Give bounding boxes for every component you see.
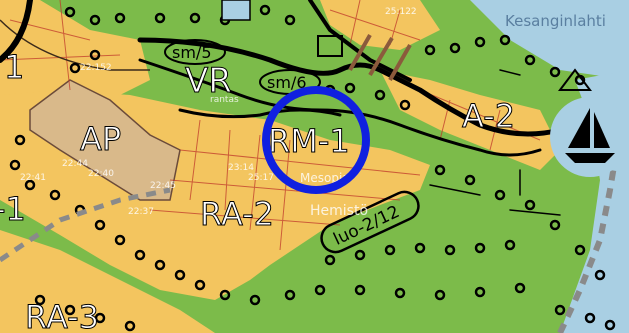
residential-area-bottom-left	[0, 230, 215, 333]
track-hatching	[348, 34, 412, 81]
parcel-number: 22:45	[150, 181, 176, 191]
oval-label-sm6: sm/6	[267, 73, 307, 92]
parcel-number: 22:44	[62, 159, 88, 169]
parcel-number: 25:17	[248, 173, 274, 183]
boundary-lines	[0, 0, 563, 216]
ap-area	[29, 79, 181, 201]
zone-label-rm1: RM-1	[268, 122, 350, 160]
zone-label-ra2-east: A-2	[462, 97, 515, 135]
parcel-number: 23:14	[228, 163, 254, 173]
parcel-number: 22:40	[88, 169, 114, 179]
zone-label-edge-top: 1	[4, 48, 24, 86]
dashed-route	[557, 159, 618, 333]
parcel-number: 22:41	[20, 173, 46, 183]
parcel-number: 22:152	[80, 63, 112, 73]
oval-sm5	[164, 39, 226, 65]
water-area-top-right	[470, 0, 629, 80]
road-boundary	[0, 19, 150, 71]
zone-label-edge-mid: -1	[0, 190, 26, 228]
parcel-number: 22:37	[128, 207, 154, 217]
parcel-number: 25:122	[385, 7, 417, 17]
parcel-lines	[0, 0, 541, 251]
place-name-rantas: rantas	[210, 95, 239, 105]
building-square-2	[317, 35, 343, 57]
oval-label-sm5: sm/5	[172, 43, 212, 62]
zone-label-ra3: RA-3	[25, 298, 99, 333]
residential-area-top-center	[320, 0, 440, 50]
harbor-sailboat-icon[interactable]	[550, 97, 629, 177]
building-square	[221, 0, 251, 21]
parcel-numbers: 22:40 22:44 22:45 22:37 22:41 25:17 23:1…	[20, 7, 417, 217]
highlight-circle-marker[interactable]	[262, 86, 370, 194]
triangle-marker	[558, 68, 592, 91]
zone-label-ap: AP	[80, 120, 121, 158]
dashed-route-2	[0, 187, 171, 263]
place-name-hemisto: Hemistö	[310, 203, 368, 219]
zone-label-ra2-main: RA-2	[200, 195, 274, 233]
residential-area-top-left	[0, 0, 150, 100]
zone-label-vr: VR	[185, 61, 232, 101]
place-name-kesanginlahti: Kesanginlahti	[505, 12, 606, 30]
